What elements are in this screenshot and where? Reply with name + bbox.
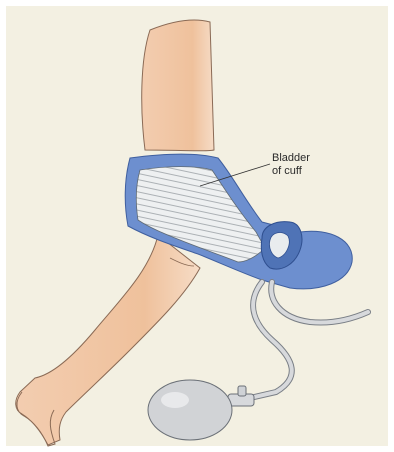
inflation-bulb-highlight [161,392,189,408]
inflation-bulb [148,380,232,440]
bladder-label: Bladder of cuff [272,152,362,178]
valve-screw [238,386,246,396]
bladder-label-line1: Bladder [272,152,362,165]
bladder-label-line2: of cuff [272,165,362,178]
upper-arm [142,20,214,151]
